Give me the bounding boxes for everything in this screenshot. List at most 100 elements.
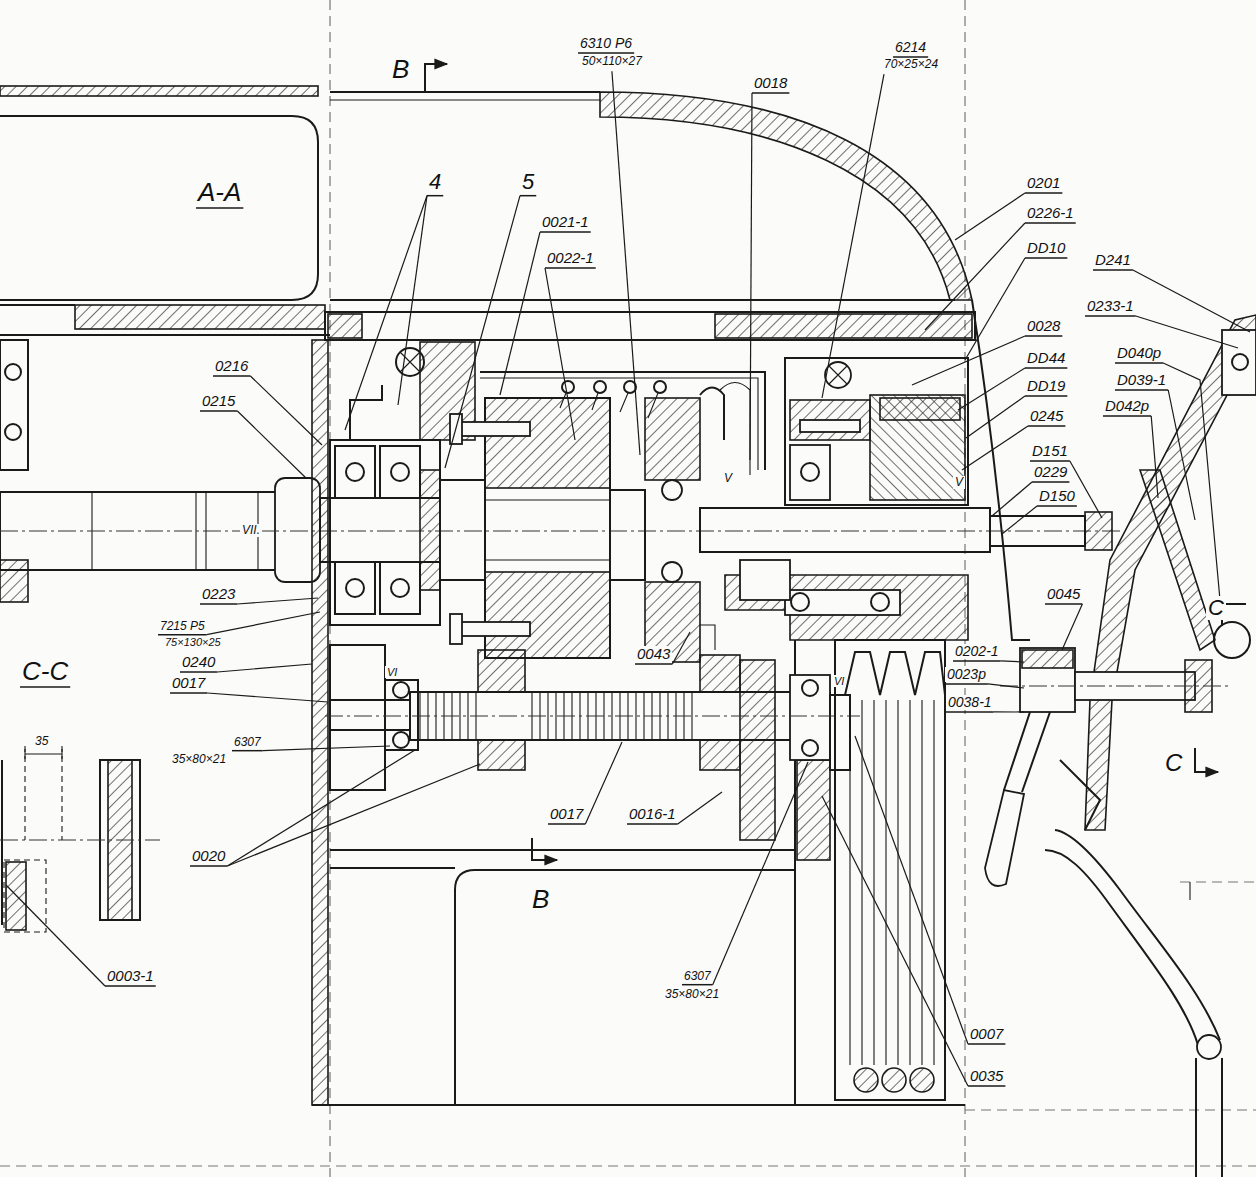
shaft-number: VI [832,675,846,687]
gear-block [1085,512,1112,550]
bearing-number: 6307 [232,736,263,749]
label-underline [682,984,713,986]
part-number: 0045 [1045,586,1082,603]
left-view-parts [0,340,28,602]
housing-wall [312,340,475,1105]
part-number: D039-1 [1115,372,1168,389]
housing-wall [335,562,375,614]
housing-wall [380,562,420,614]
shaft-number: V [953,476,965,489]
pulley [910,1068,934,1092]
leader-line [398,196,427,405]
leader-line [994,711,1024,712]
leader-line [1002,506,1037,534]
housing-wall [346,463,364,481]
shift-lever [1060,760,1100,830]
pulley [835,640,945,1100]
housing-cover [325,312,975,340]
leader-line [965,258,1025,360]
part-number: 0016-1 [627,806,678,823]
clutch-assembly [790,445,830,500]
leader-line [1151,416,1158,498]
shaft-vi [700,655,740,692]
pulley [854,1068,878,1092]
label-underline [1037,505,1077,507]
section-markers [425,64,447,92]
part-number: DD19 [1025,378,1067,395]
leader-line [345,196,427,430]
gear-block [700,508,990,552]
shift-lever [1197,1035,1221,1059]
bearing-size: 50×110×27 [580,55,644,68]
leader-line [855,736,968,1044]
shift-lever [1140,470,1215,650]
shift-lever [1222,330,1256,395]
gear-block [455,622,530,636]
part-number: 0233-1 [1085,298,1136,315]
housing-cover [328,314,362,338]
housing-wall [346,579,364,597]
callout-number: 4 [427,170,443,194]
label-underline [180,671,217,673]
part-number: 0223 [200,586,237,603]
leader-line [1062,604,1082,650]
clutch-assembly [785,590,900,615]
clutch-assembly [740,560,790,600]
part-number: 0202-1 [953,644,1001,659]
leader-line [713,762,808,985]
gear-block [485,572,610,658]
label-underline [1025,335,1062,337]
label-underline [545,267,596,269]
housing-wall [330,440,440,625]
section-mark: C [1206,596,1226,620]
shift-lever [1004,712,1050,792]
oil-pipes [594,381,606,393]
housing-cover [600,92,972,300]
housing-cover [330,299,955,301]
label-underline [1025,395,1067,397]
leader-line [678,792,722,824]
label-underline [968,1043,1005,1045]
callout-number: 5 [520,170,536,194]
label-underline [1025,367,1067,369]
part-number: 0035 [968,1068,1005,1085]
clutch-assembly [870,395,965,500]
gear-block [440,480,485,580]
gear-block [485,398,610,658]
housing-cover [715,314,972,338]
label-underline [105,985,156,987]
housing-cover [972,300,1030,640]
part-number: 0038-1 [946,695,994,710]
clutch-assembly [880,398,960,420]
housing-wall [380,446,420,498]
bearing-size: 70×25×24 [882,58,940,71]
shaft-number: VI [385,666,399,678]
section-title: A-A [196,178,243,207]
leader-line [227,764,480,866]
leader-line [207,612,320,635]
fold-lines [965,1109,1256,1110]
oil-pipes [654,381,666,393]
left-view-parts [5,364,21,380]
shaft-vi [790,675,830,760]
bearing-number: 6307 [682,970,713,983]
pulley [835,640,945,1100]
shift-lever [1196,1058,1222,1177]
oil-pipes [700,388,724,441]
label-underline [752,92,789,94]
gear-block [662,562,682,582]
leader-line [1168,390,1195,520]
gear-block [455,422,530,436]
part-number: 0226-1 [1025,205,1076,222]
shaft-vi [700,740,740,770]
pulley [882,1068,906,1092]
oil-pipes [562,381,574,393]
label-underline [1045,603,1082,605]
bearing-size: 35×80×21 [170,753,228,766]
label-underline [1103,415,1151,417]
housing-cover [0,116,318,300]
gear-block [485,500,610,560]
shift-lever [985,315,1256,1177]
gear-block [440,398,1112,662]
